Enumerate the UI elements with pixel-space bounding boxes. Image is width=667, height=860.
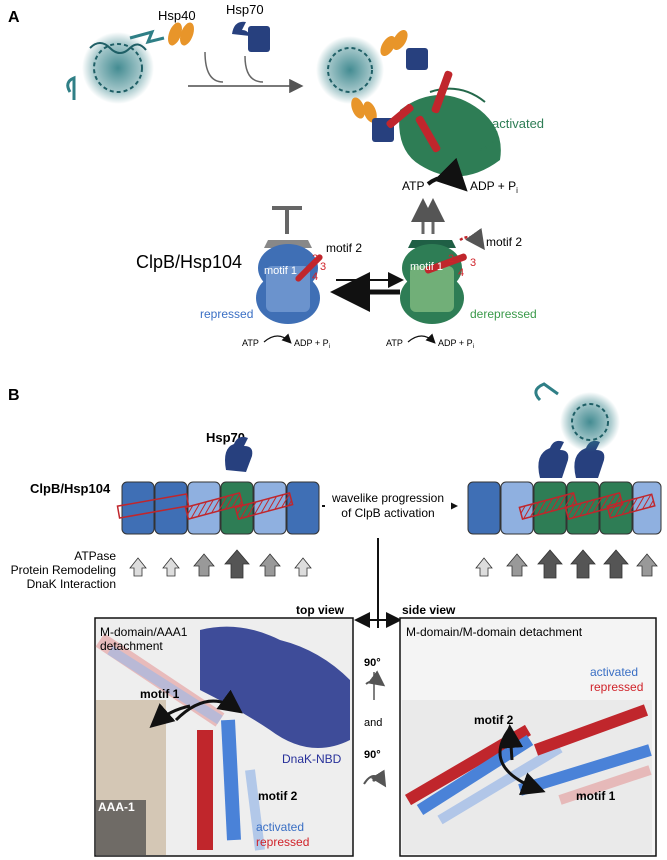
panel-b-label: B — [8, 387, 20, 404]
rotate-vertical-icon — [365, 670, 386, 700]
derepressed-clpb — [400, 227, 485, 324]
rotate-horizontal-icon — [363, 769, 387, 788]
hydrolysis-arrow-right — [407, 333, 436, 344]
row-atpase: ATPase — [74, 549, 116, 563]
left-box-title2: detachment — [100, 639, 163, 653]
hsp70-icon-a — [232, 21, 270, 52]
row-protein-remodeling: Protein Remodeling — [11, 563, 116, 577]
rotation-90-first: 90° — [364, 657, 381, 669]
view-connector — [354, 538, 402, 628]
atp-right: ATP — [386, 338, 403, 348]
num3-left: 3 — [320, 261, 326, 273]
binding-arrow — [188, 51, 304, 94]
activity-arrows-left — [129, 549, 312, 579]
motif2-left: motif 2 — [326, 241, 362, 255]
rotation-and: and — [364, 717, 382, 729]
hsp40-icon — [168, 22, 194, 46]
top-view-structure — [94, 617, 354, 857]
atp-top: ATP — [402, 179, 424, 193]
wave-text-bg — [325, 490, 451, 522]
right-motif1: motif 1 — [576, 789, 616, 803]
num4-left: 4 — [312, 271, 318, 283]
hsp40-label: Hsp40 — [158, 8, 196, 23]
side-view-label: side view — [402, 603, 456, 617]
atp-left: ATP — [242, 338, 259, 348]
left-box-title1: M-domain/AAA1 — [100, 625, 188, 639]
equilibrium-arrows — [330, 272, 404, 312]
clpb-hsp104-title: ClpB/Hsp104 — [136, 252, 242, 272]
wave-line1: wavelike progression — [331, 491, 444, 505]
side-view-structure — [399, 617, 657, 857]
activated-label-a: activated — [492, 116, 544, 131]
hydrolysis-arrow-left — [263, 333, 292, 344]
num3-right: 3 — [470, 257, 476, 269]
dnak-nbd-label: DnaK-NBD — [282, 752, 342, 766]
num4-right: 4 — [458, 267, 464, 279]
left-repressed: repressed — [256, 835, 309, 849]
adp-left: ADP + Pi — [294, 338, 330, 350]
right-box-title: M-domain/M-domain detachment — [406, 625, 583, 639]
row-dnak-interaction: DnaK Interaction — [27, 577, 116, 591]
clpb-ring-right — [467, 382, 662, 535]
top-view-label: top view — [296, 603, 345, 617]
left-motif1: motif 1 — [140, 687, 180, 701]
activity-arrows-right — [475, 549, 658, 579]
left-activated: activated — [256, 820, 304, 834]
motif1-right: motif 1 — [410, 261, 443, 273]
motif2-right: motif 2 — [486, 235, 522, 249]
activation-up-arrows — [411, 198, 445, 234]
repressed-clpb — [256, 240, 323, 324]
inhibition-bar — [272, 206, 302, 234]
clpb-label-b: ClpB/Hsp104 — [30, 481, 111, 496]
right-repressed: repressed — [590, 680, 643, 694]
num2-right: 2 — [448, 253, 454, 265]
motif1-left: motif 1 — [264, 265, 297, 277]
right-motif2: motif 2 — [474, 713, 514, 727]
panel-a-label: A — [8, 9, 20, 26]
hsp70-label-a: Hsp70 — [226, 2, 264, 17]
hsp70-label-b: Hsp70 — [206, 430, 245, 445]
hydrolysis-arrow-top — [426, 157, 468, 192]
activated-complex — [316, 30, 501, 177]
num2-left: 2 — [312, 253, 318, 265]
left-motif2: motif 2 — [258, 789, 298, 803]
aaa1-label: AAA-1 — [98, 800, 135, 814]
clpb-ring-left — [116, 436, 320, 535]
derepressed-label-a: derepressed — [470, 307, 537, 321]
adp-top: ADP + Pi — [470, 179, 518, 195]
right-activated: activated — [590, 665, 638, 679]
wave-line2: of ClpB activation — [341, 506, 434, 520]
repressed-label-a: repressed — [200, 307, 253, 321]
rotation-90-second: 90° — [364, 749, 381, 761]
adp-right: ADP + Pi — [438, 338, 474, 350]
substrate-protein-left — [66, 29, 165, 104]
